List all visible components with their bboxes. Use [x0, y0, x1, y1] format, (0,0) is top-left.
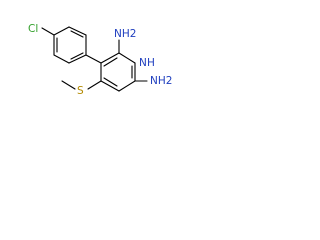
bond: [53, 26, 70, 36]
ring-nh-label: N: [139, 57, 147, 69]
pyrimidine-ring: [61, 39, 148, 92]
amine-right-label: NH2: [150, 75, 172, 87]
double-bond-inner: [70, 52, 84, 60]
bond: [68, 54, 87, 64]
bond: [53, 54, 70, 64]
chlorophenyl-ring: [41, 26, 87, 64]
amine-top-label: NH2: [114, 28, 136, 40]
bond: [118, 52, 136, 64]
bond-to-sulfur: [87, 80, 102, 90]
double-bond-inner: [103, 77, 118, 87]
bond: [100, 80, 120, 92]
chlorine-label: Cl: [28, 23, 38, 35]
bond-methyl: [61, 80, 76, 90]
double-bond-inner: [70, 30, 84, 38]
bond: [100, 52, 120, 64]
ring-nh-h-label: H: [147, 57, 155, 69]
molecule-drawing: Cl S NH2 NH2 N H: [28, 23, 172, 97]
bond: [68, 26, 87, 36]
double-bond-inner: [103, 57, 118, 67]
sulfur-label: S: [77, 85, 84, 97]
structure-diagram: Cl S NH2 NH2 N H: [0, 0, 210, 125]
biaryl-bond: [85, 54, 102, 64]
bond-to-chlorine: [41, 27, 55, 36]
bond: [118, 80, 136, 92]
